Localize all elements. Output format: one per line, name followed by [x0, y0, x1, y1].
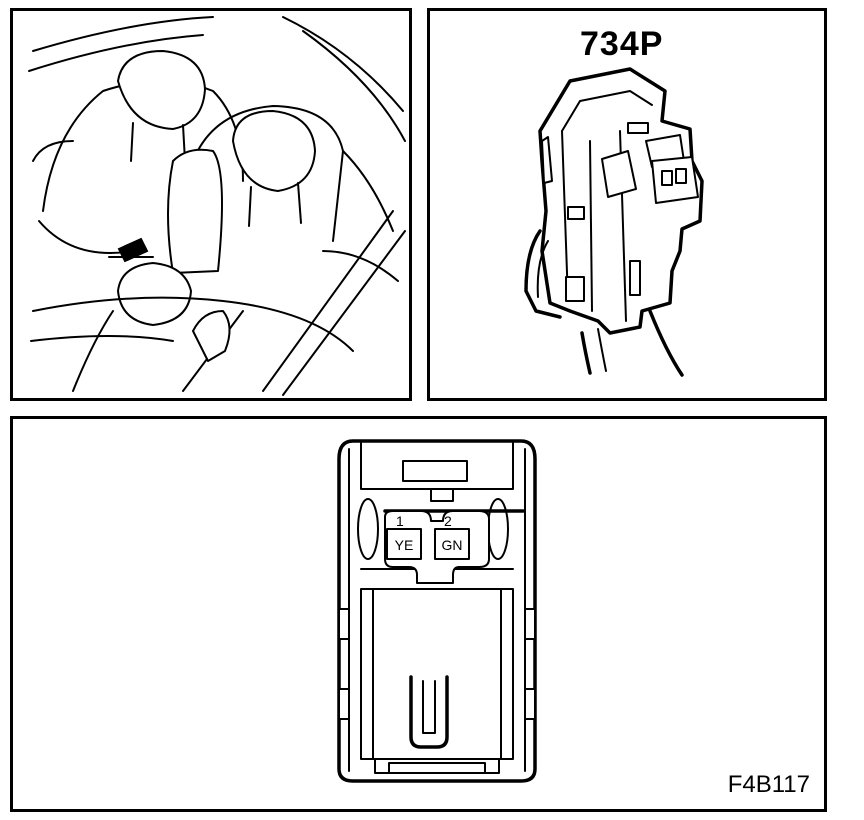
rear-seat-illustration [28, 16, 406, 396]
pin-2-wire-color: GN [442, 537, 463, 553]
pin-2-number: 2 [444, 513, 452, 529]
pin-1-number: 1 [396, 513, 404, 529]
connector-code-label: 734P [580, 25, 664, 63]
connector-face-illustration: 1 2 YE GN [337, 439, 537, 783]
pin-1-wire-color: YE [395, 537, 414, 553]
top-latch-slot [402, 460, 468, 482]
pin-2-cavity [434, 528, 470, 560]
seat-location-panel [10, 8, 412, 401]
connector-3d-panel: 734P [427, 8, 827, 401]
connector-face-panel: 1 2 YE GN F4B117 [10, 416, 827, 812]
connector-3d-illustration [524, 67, 704, 377]
latch-tab [430, 488, 454, 502]
figure-id-label: F4B117 [727, 771, 810, 798]
pin-1-cavity [386, 528, 422, 560]
